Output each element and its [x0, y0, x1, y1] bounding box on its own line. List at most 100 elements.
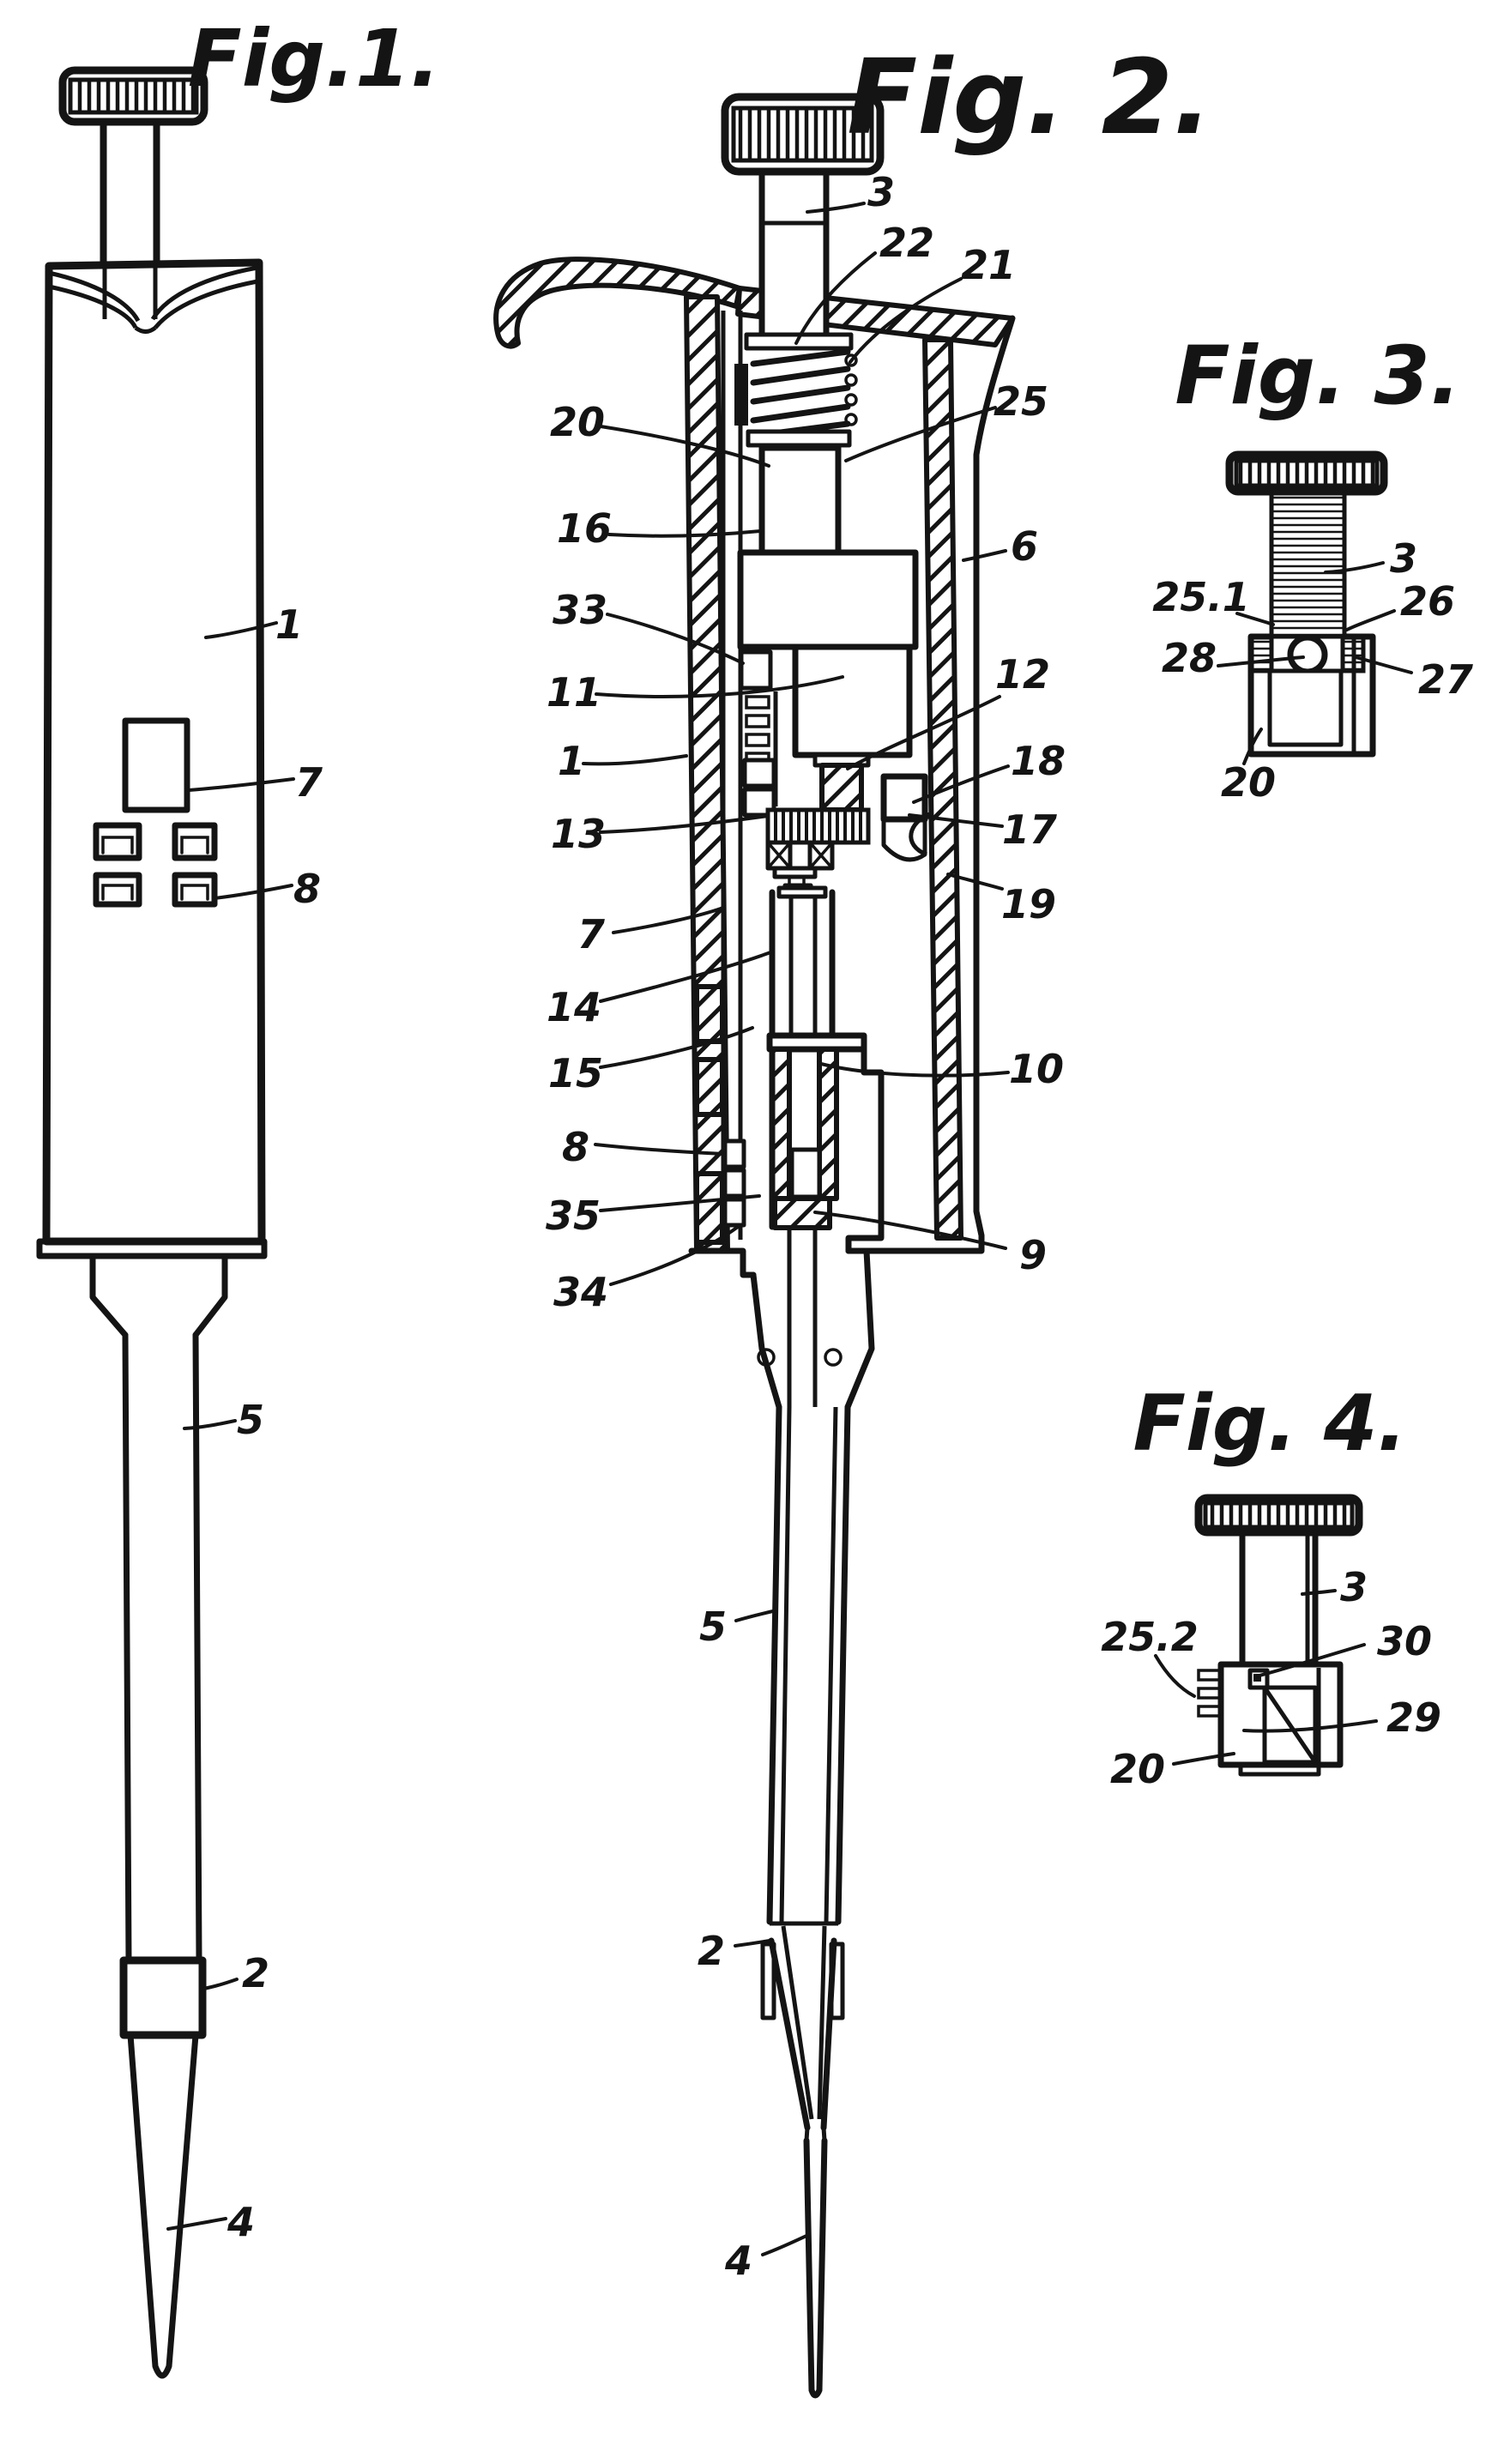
fig2-label-2: 2: [698, 1928, 725, 1974]
fig4-label-3: 3: [1340, 1564, 1368, 1610]
fig2-label-15: 15: [548, 1050, 603, 1096]
fig2-tip: [760, 1925, 845, 2399]
fig1-leader-5: [183, 1419, 237, 1430]
fig2-label-17: 17: [1002, 806, 1057, 853]
fig2-block-18: [880, 773, 928, 823]
fig2-label-4: 4: [724, 2238, 752, 2284]
fig2-motor-11: [792, 643, 913, 758]
fig2-leader-25: [844, 406, 997, 462]
fig4-leader-30: [1258, 1643, 1366, 1677]
fig1-lower-collar: [89, 1253, 228, 1338]
fig1-display-window: [122, 717, 190, 813]
fig2-leader-22: [794, 251, 877, 345]
fig2-housing-bottom-left: [688, 1247, 757, 1278]
fig3-label-25.1: 25.1: [1152, 574, 1250, 620]
fig2-plunger-inside: [789, 1147, 822, 1199]
fig2-piston-rod-14: [769, 885, 836, 1039]
fig3-label-26: 26: [1400, 578, 1455, 625]
fig4-leader-25.2: [1154, 1654, 1196, 1698]
fig2-label-19: 19: [1001, 881, 1056, 927]
fig2-label-34: 34: [553, 1269, 608, 1315]
fig2-leader-18: [912, 764, 1010, 804]
fig2-block-16: [737, 549, 919, 650]
fig1-label-8: 8: [293, 866, 321, 912]
fig2-leader-21: [849, 277, 963, 364]
fig2-label-20: 20: [550, 399, 605, 445]
fig2-leader-10: [819, 1062, 1010, 1078]
fig1-button[interactable]: [93, 872, 142, 908]
fig2-title: Fig. 2.: [847, 39, 1211, 158]
fig2-label-12: 12: [995, 651, 1050, 698]
fig1-label-4: 4: [226, 2199, 255, 2245]
fig2-finger-hook: [493, 257, 742, 349]
fig1-leader-2: [202, 1978, 239, 1990]
fig2-leader-15: [599, 1026, 754, 1069]
fig3-label-3: 3: [1390, 535, 1417, 582]
fig4-coupling-alternative-detail: [1194, 1494, 1363, 1777]
fig2-label-11: 11: [547, 669, 601, 716]
fig3-leader-26: [1345, 609, 1396, 631]
fig1-label-7: 7: [295, 759, 323, 806]
fig3-leader-28: [1217, 655, 1305, 667]
fig2-leader-33: [606, 613, 745, 665]
fig1-leader-8: [213, 884, 293, 900]
fig2-label-33: 33: [553, 587, 607, 633]
fig2-label-14: 14: [547, 984, 601, 1030]
fig1-leader-1: [204, 621, 278, 639]
fig2-cylinder-10: [766, 1032, 885, 1254]
fig1-leader-7: [187, 777, 295, 792]
fig1-tip-cone: [127, 2032, 199, 2379]
fig2-return-spring: [734, 332, 858, 448]
fig4-label-20: 20: [1110, 1746, 1165, 1792]
fig4-block-base: [1218, 1720, 1321, 1777]
fig2-label-35: 35: [546, 1193, 601, 1239]
fig4-label-25.2: 25.2: [1101, 1614, 1199, 1660]
fig3-spindle-coupling-detail: [1225, 450, 1388, 758]
fig2-piston-20: [758, 444, 842, 556]
fig3-knob-knurl: [1234, 458, 1380, 488]
fig1-button[interactable]: [93, 822, 142, 861]
fig2-label-13: 13: [551, 811, 606, 857]
fig1-pipette-exterior: [36, 66, 268, 2379]
fig2-leader-1: [582, 754, 688, 766]
fig2-leader-9: [813, 1211, 1007, 1250]
fig2-label-5: 5: [699, 1603, 727, 1650]
fig2-leader-8: [594, 1143, 726, 1156]
fig1-tip-band: [119, 1956, 207, 2039]
fig2-leader-14: [599, 950, 775, 1003]
fig2-gear-bearings: [765, 840, 835, 895]
fig2-leader-20: [599, 425, 770, 468]
fig2-label-7: 7: [577, 911, 605, 957]
fig4-tabs-25-2: [1197, 1669, 1223, 1718]
fig2-spring-seat: [734, 364, 748, 426]
fig1-keypad: [93, 822, 218, 908]
fig2-nozzle: [750, 1228, 875, 1410]
fig2-block-17: [881, 819, 927, 862]
fig4-spindle-3: [1239, 1529, 1319, 1672]
fig3-threaded-spindle: [1269, 489, 1347, 639]
fig2-plunger-button-knurl: [731, 106, 874, 163]
fig4-label-30: 30: [1377, 1618, 1432, 1664]
fig1-title: Fig.1.: [188, 13, 440, 105]
fig2-leader-19: [946, 873, 1004, 891]
fig2-label-21: 21: [961, 242, 1016, 288]
fig1-shaft: [122, 1332, 202, 1964]
fig1-button[interactable]: [172, 822, 218, 861]
fig1-label-5: 5: [237, 1397, 264, 1443]
fig4-knob-knurl: [1203, 1501, 1355, 1530]
fig3-leader-3: [1324, 561, 1385, 574]
fig2-leader-12: [846, 695, 1001, 770]
fig2-screw-12: [819, 763, 864, 812]
fig1-plunger-button-knurl: [68, 77, 199, 115]
fig2-spring-nut-25: [746, 429, 852, 448]
fig2-leader-35: [599, 1194, 761, 1212]
fig2-shaft-5: [766, 1404, 851, 1926]
fig2-label-6: 6: [1011, 523, 1038, 570]
fig3-leader-20: [1242, 728, 1263, 765]
fig2-leader-16: [607, 529, 762, 538]
fig2-label-8: 8: [562, 1124, 589, 1170]
fig1-button[interactable]: [172, 872, 218, 908]
fig4-leader-20: [1172, 1752, 1235, 1766]
